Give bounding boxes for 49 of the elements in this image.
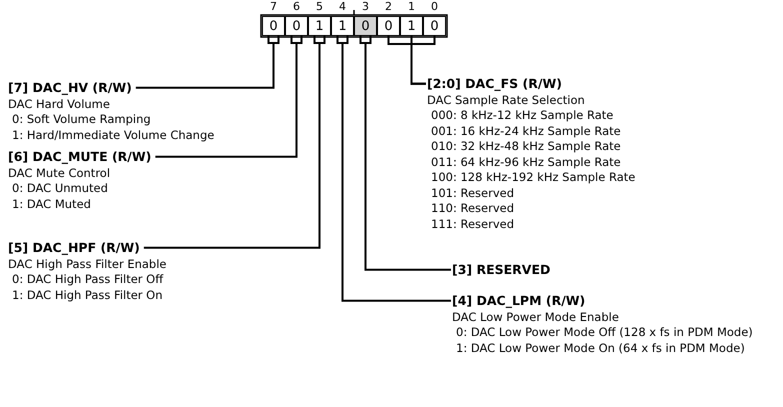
value-option: 111: Reserved	[427, 216, 767, 232]
field-heading: [3] RESERVED	[452, 262, 550, 278]
leader-line	[142, 35, 326, 249]
value-option: 0: DAC Low Power Mode Off (128 x fs in PDM Mode)	[452, 325, 780, 340]
leader-line	[154, 35, 302, 158]
field-heading: [7] DAC_HV (R/W)	[8, 80, 132, 96]
value-option: 0: DAC High Pass Filter Off	[8, 272, 308, 288]
bit-cell: 0	[423, 16, 446, 36]
field-description: DAC Sample Rate Selection	[427, 92, 586, 108]
bit-number: 3	[361, 1, 370, 13]
field-description: DAC High Pass Filter Enable	[8, 256, 168, 272]
bit-cell: 0	[377, 16, 400, 36]
value-option: 1: Hard/Immediate Volume Change	[8, 128, 308, 143]
field-heading: [2:0] DAC_FS (R/W)	[427, 76, 562, 92]
bit-number: 5	[315, 1, 324, 13]
field-description: DAC Hard Volume	[8, 96, 111, 112]
bit-number: 1	[407, 1, 416, 13]
leader-line	[410, 36, 436, 85]
field-description: DAC Low Power Mode Enable	[452, 310, 620, 325]
value-option: 100: 128 kHz-192 kHz Sample Rate	[427, 170, 767, 186]
bit-cell: 1	[308, 16, 331, 36]
value-option: 110: Reserved	[427, 201, 767, 216]
value-option: 101: Reserved	[427, 186, 767, 201]
bit-cell: 1	[400, 16, 423, 36]
field-heading: [6] DAC_MUTE (R/W)	[8, 149, 152, 164]
field-heading: [4] DAC_LPM (R/W)	[452, 293, 586, 308]
value-option: 1: DAC High Pass Filter On	[8, 288, 308, 303]
bit-number: 2	[384, 1, 393, 13]
value-option: 011: 64 kHz-96 kHz Sample Rate	[427, 154, 767, 170]
field-description: DAC Mute Control	[8, 166, 112, 181]
value-option: 1: DAC Low Power Mode On (64 x fs in PDM Mode)	[452, 340, 780, 356]
value-option: 1: DAC Muted	[8, 196, 308, 212]
leader-line	[134, 35, 280, 89]
leader-line	[360, 35, 452, 271]
value-option: 0: DAC Unmuted	[8, 181, 308, 196]
bit-number: 0	[430, 1, 439, 13]
value-option: 001: 16 kHz-24 kHz Sample Rate	[427, 124, 767, 139]
bit-cell: 0	[285, 16, 308, 36]
bit-cell: 0	[354, 16, 377, 36]
leader-line	[336, 35, 452, 302]
bit-number: 7	[269, 1, 278, 13]
bit-cell: 0	[262, 16, 285, 36]
value-option: 0: Soft Volume Ramping	[8, 112, 308, 128]
field-heading: [5] DAC_HPF (R/W)	[8, 240, 140, 256]
bit-number: 4	[338, 1, 347, 13]
value-option: 000: 8 kHz-12 kHz Sample Rate	[427, 108, 767, 124]
bit-cell: 1	[331, 16, 354, 36]
bit-number: 6	[292, 1, 301, 13]
value-option: 010: 32 kHz-48 kHz Sample Rate	[427, 139, 767, 154]
